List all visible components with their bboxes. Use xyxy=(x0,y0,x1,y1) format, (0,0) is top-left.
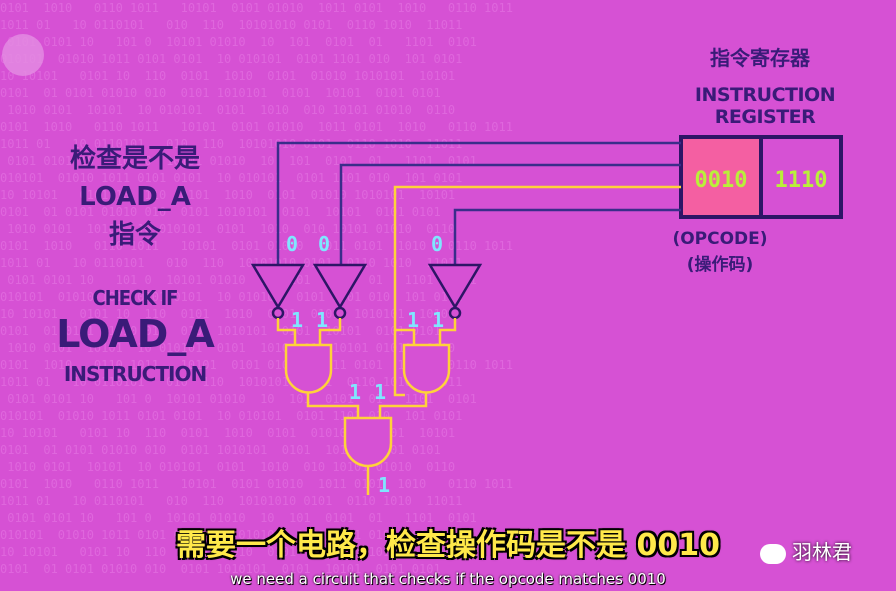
opcode-en: (OPCODE) xyxy=(672,229,768,249)
pbs-logo xyxy=(2,34,44,76)
and-gate-2 xyxy=(402,343,451,394)
cn-title: 检查是不是 LOAD_A 指令 xyxy=(40,140,230,254)
final-input-bit-2: 1 xyxy=(374,380,386,404)
wire-not1-and1 xyxy=(276,318,297,345)
cn-title-line-2: LOAD_A xyxy=(79,182,191,212)
register-en-line-1: INSTRUCTION xyxy=(694,84,836,106)
subtitle-en: we need a circuit that checks if the opc… xyxy=(230,570,666,588)
and2-input-bit-2: 1 xyxy=(432,308,444,332)
wechat-bubble-icon xyxy=(760,543,786,564)
and-gate-1 xyxy=(284,343,333,394)
cn-title-line-3: 指令 xyxy=(108,220,161,250)
en-check-label: CHECK IF xyxy=(92,286,179,310)
wire-bit-2 xyxy=(393,185,681,397)
not2-input-bit: 0 xyxy=(318,232,330,256)
not-gate-1 xyxy=(250,263,306,320)
en-load-label: LOAD_A xyxy=(56,312,215,356)
watermark: 羽林君 xyxy=(760,536,852,565)
subtitle-cn: 需要一个电路，检查操作码是不是 0010 xyxy=(176,528,720,563)
final-output-bit: 1 xyxy=(378,473,390,497)
register-cn-label: 指令寄存器 xyxy=(710,46,810,70)
wire-bit-3 xyxy=(453,208,681,268)
operand-value: 1110 xyxy=(775,168,828,193)
opcode-value: 0010 xyxy=(695,168,748,193)
final-input-bit-1: 1 xyxy=(349,380,361,404)
wire-bit-1 xyxy=(339,163,681,268)
and2-input-bit-1: 1 xyxy=(407,308,419,332)
not1-input-bit: 0 xyxy=(286,232,298,256)
wire-not3-and2 xyxy=(438,318,457,345)
wire-bit-0 xyxy=(276,141,681,268)
not-gate-2 xyxy=(312,263,368,320)
and1-input-bit-1: 1 xyxy=(291,308,303,332)
wire-and2-final xyxy=(378,392,428,418)
opcode-cn: (操作码) xyxy=(686,255,754,275)
register-en-label: INSTRUCTION REGISTER xyxy=(690,84,840,128)
opcode-label: (OPCODE) (操作码) xyxy=(660,226,780,278)
and-gate-final xyxy=(343,416,393,468)
cn-title-line-1: 检查是不是 xyxy=(69,144,200,174)
and1-input-bit-2: 1 xyxy=(316,308,328,332)
register-en-line-2: REGISTER xyxy=(714,106,816,128)
wire-and1-final xyxy=(306,392,360,418)
not3-input-bit: 0 xyxy=(431,232,443,256)
en-instruction-label: INSTRUCTION xyxy=(63,362,207,386)
operand-cell xyxy=(759,135,843,219)
watermark-text: 羽林君 xyxy=(792,540,852,564)
wire-bit2-into-and2 xyxy=(395,328,416,345)
wire-not2-and1 xyxy=(318,318,342,345)
